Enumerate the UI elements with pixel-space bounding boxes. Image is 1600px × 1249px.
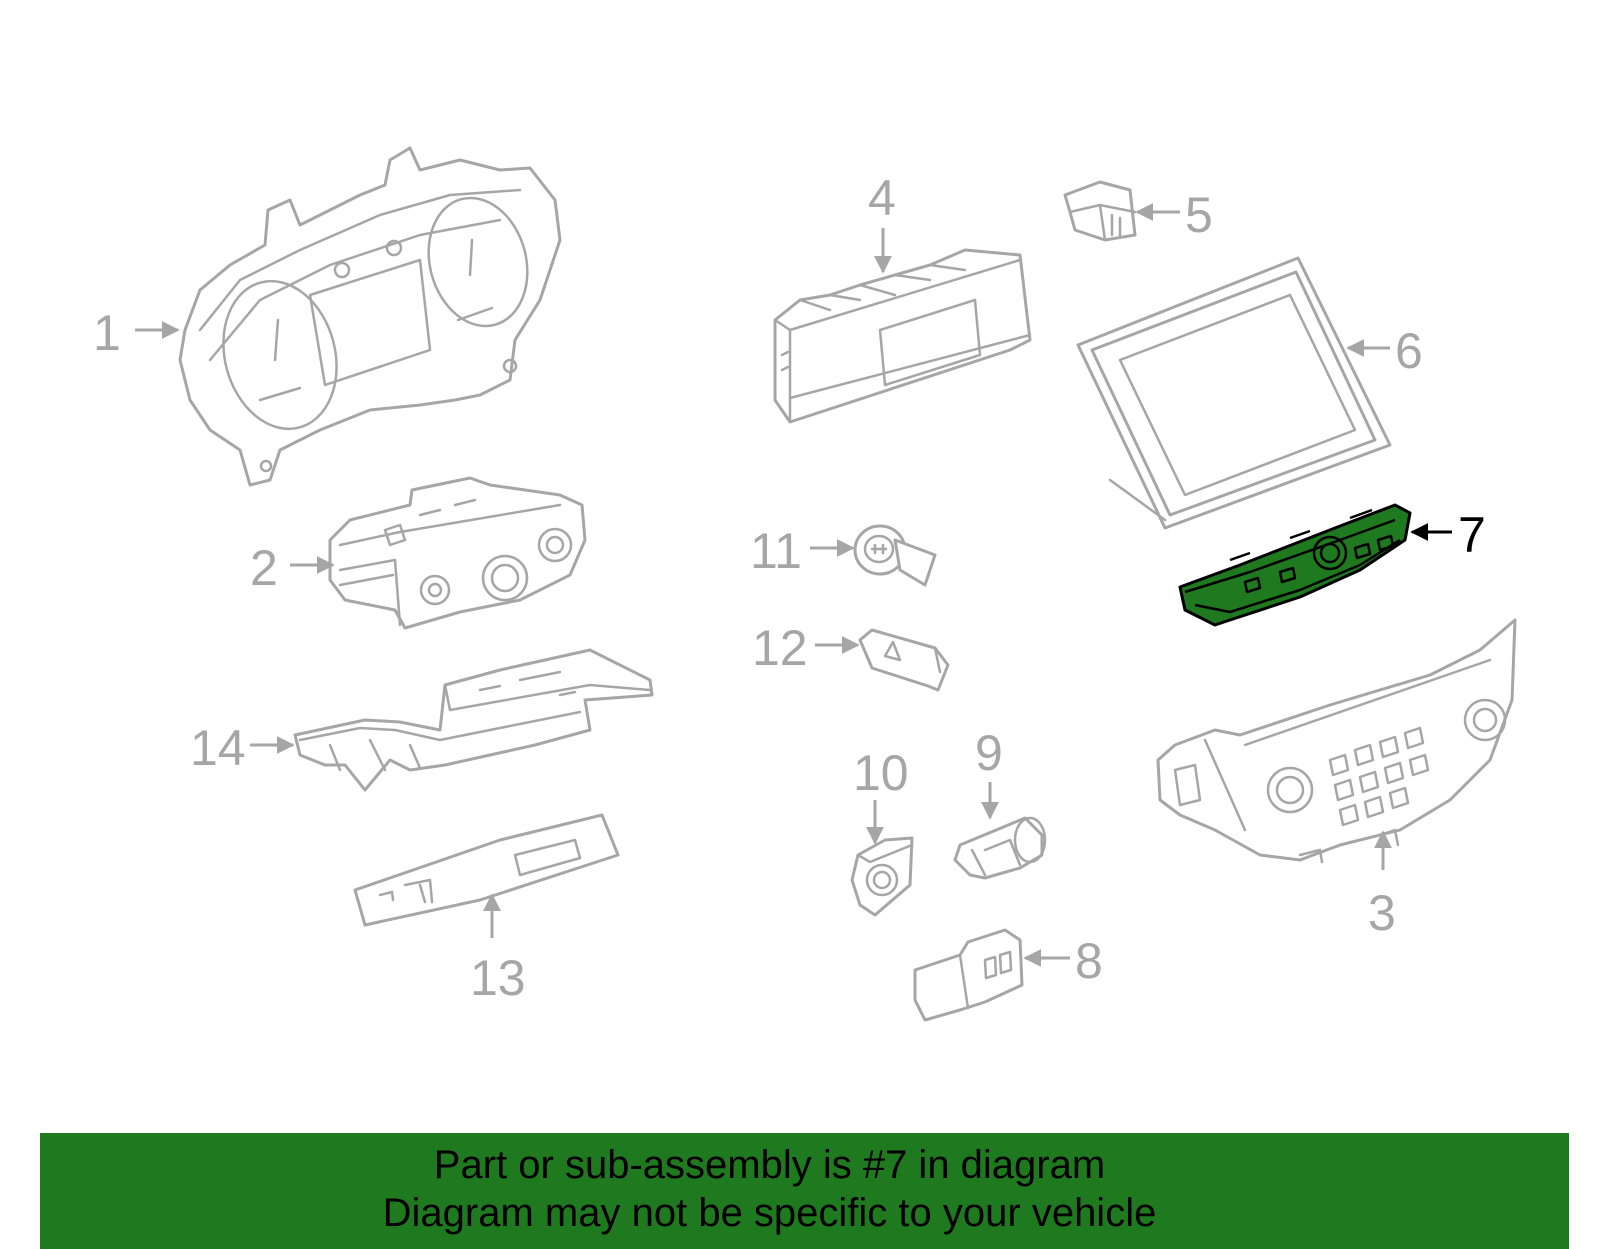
callout-1[interactable]: 1 — [93, 305, 121, 361]
callout-14[interactable]: 14 — [190, 720, 246, 776]
callout-12[interactable]: 12 — [752, 620, 808, 676]
part-11-round-switch[interactable] — [853, 524, 937, 587]
part-7-highlighted-control-panel[interactable] — [1178, 503, 1412, 627]
callout-5[interactable]: 5 — [1185, 187, 1213, 243]
part-10-socket[interactable] — [850, 836, 914, 917]
part-4-radio-receiver[interactable] — [773, 248, 1032, 424]
part-8-usb-port-module[interactable] — [913, 928, 1024, 1022]
part-5-small-switch[interactable] — [1063, 180, 1137, 242]
callout-7[interactable]: 7 — [1458, 507, 1486, 563]
callout-numbers: 1 2 3 4 5 6 7 8 9 10 11 12 13 14 — [93, 170, 1486, 1006]
callout-3[interactable]: 3 — [1368, 885, 1396, 941]
callout-4[interactable]: 4 — [868, 170, 896, 226]
callout-6[interactable]: 6 — [1395, 323, 1423, 379]
part-14-trim-bracket[interactable] — [293, 648, 654, 792]
callout-11[interactable]: 11 — [750, 523, 802, 579]
part-7-body[interactable] — [1178, 503, 1412, 627]
part-9-cylindrical-connector[interactable] — [953, 816, 1047, 880]
banner-line-disclaimer: Diagram may not be specific to your vehi… — [382, 1191, 1157, 1235]
banner-line-part-number: Part or sub-assembly is #7 in diagram — [433, 1143, 1106, 1187]
part-2-climate-control-module[interactable] — [328, 476, 587, 630]
part-3-lower-control-panel[interactable] — [1156, 618, 1517, 864]
part-12-hazard-switch[interactable] — [858, 628, 950, 692]
callout-13[interactable]: 13 — [470, 950, 526, 1006]
callout-9[interactable]: 9 — [975, 725, 1003, 781]
part-1-instrument-cluster[interactable] — [178, 146, 562, 487]
part-13-bracket-panel[interactable] — [353, 813, 620, 927]
callout-10[interactable]: 10 — [853, 745, 909, 801]
callout-arrows — [135, 203, 1452, 967]
callout-2[interactable]: 2 — [250, 540, 278, 596]
info-banner: Part or sub-assembly is #7 in diagram Di… — [40, 1133, 1569, 1249]
part-6-display-screen[interactable] — [1076, 256, 1392, 530]
callout-8[interactable]: 8 — [1075, 933, 1103, 989]
